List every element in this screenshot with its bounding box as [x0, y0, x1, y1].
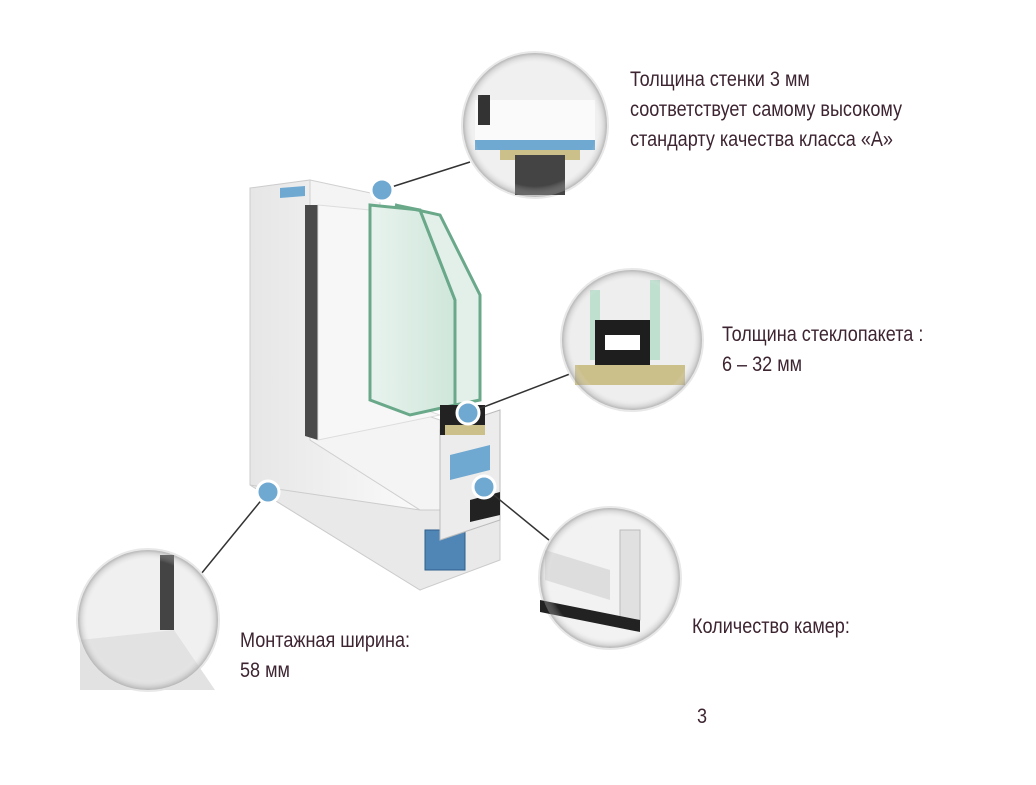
callout-line: 58 мм [240, 659, 290, 682]
callout-line: 3 [692, 705, 708, 728]
callout-line: стандарту качества класса «А» [630, 128, 893, 151]
detail-circle-chambers [538, 506, 682, 650]
callout-glass-unit-thickness: Толщина стеклопакета : 6 – 32 мм [722, 320, 923, 380]
callout-line: Монтажная ширина: [240, 629, 411, 652]
callout-lines [191, 161, 576, 586]
callout-chamber-count: Количество камер: 3 [692, 552, 850, 785]
glass-unit [368, 203, 485, 435]
detail-circle-glass [560, 268, 704, 412]
detail-circle-wall [461, 51, 609, 199]
marker-chambers[interactable] [471, 474, 497, 500]
callout-line: Количество камер: [692, 615, 850, 638]
callout-line: Толщина стеклопакета : [722, 323, 924, 346]
callout-wall-thickness: Толщина стенки 3 мм соответствует самому… [630, 65, 902, 155]
callout-line: соответствует самому высокому [630, 98, 903, 121]
marker-wall[interactable] [369, 177, 395, 203]
marker-glass[interactable] [455, 400, 481, 426]
callout-mounting-width: Монтажная ширина: 58 мм [240, 626, 410, 686]
marker-width[interactable] [255, 479, 281, 505]
callout-line: 6 – 32 мм [722, 353, 803, 376]
marker-dots [255, 177, 497, 505]
callout-line: Толщина стенки 3 мм [630, 68, 810, 91]
detail-circle-width [76, 548, 220, 692]
